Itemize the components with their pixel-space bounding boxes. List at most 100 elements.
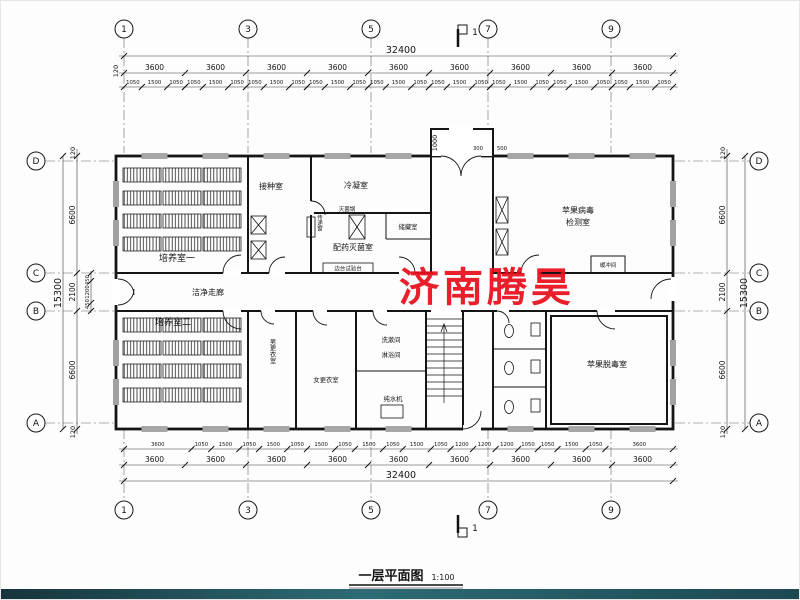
dim-label: 1050 — [413, 80, 427, 86]
dim-label: 1050 — [431, 80, 445, 86]
room-label-culture2: 培养室二 — [155, 316, 191, 328]
dim-label: 3600 — [511, 455, 530, 464]
room-label-shower: 淋浴间 — [382, 350, 401, 359]
grid-col-7-bottom: 7 — [485, 506, 491, 516]
dim-left-corridor-450b: 450 — [85, 298, 91, 309]
dim-right-6600-bottom: 6600 — [718, 360, 727, 379]
dim-label: 1500 — [148, 80, 162, 86]
grid-col-3-top: 3 — [245, 25, 251, 35]
dim-label: 1050 — [290, 442, 304, 448]
dim-label: 3600 — [206, 63, 225, 72]
grid-col-9-top: 9 — [608, 25, 614, 35]
dim-label: 3600 — [267, 63, 286, 72]
label-pass-window: 传递窗 — [316, 214, 323, 233]
dim-left-120-bottom: 120 — [69, 426, 77, 438]
rack-shelf — [162, 236, 202, 252]
dim-label: 1500 — [575, 80, 589, 86]
room-label-inoculation: 接种室 — [259, 181, 283, 191]
rack-shelf — [202, 213, 242, 229]
dim-entrance-1000: 1000 — [431, 135, 439, 152]
dim-label: 3600 — [572, 63, 591, 72]
dim-label: 3600 — [572, 455, 591, 464]
rack-shelf — [202, 236, 242, 252]
grid-row-d-left: D — [33, 157, 40, 167]
dim-top-overall: 32400 — [386, 45, 416, 56]
dim-label: 3600 — [633, 63, 652, 72]
dim-left-6600-top: 6600 — [68, 205, 77, 224]
grid-col-7-top: 7 — [485, 25, 491, 35]
dim-entrance-300: 300 — [473, 146, 484, 152]
dim-label: 1500 — [514, 80, 528, 86]
rack-shelf — [202, 167, 242, 183]
dim-left-corridor-450a: 450 — [85, 274, 91, 285]
dim-label: 1500 — [209, 80, 223, 86]
dim-entrance-500: 500 — [497, 146, 508, 152]
rack-shelf — [162, 317, 202, 333]
dim-label: 1050 — [243, 442, 257, 448]
rack-shelf — [122, 340, 162, 356]
rack-shelf — [202, 317, 242, 333]
rack-shelf — [122, 167, 162, 183]
dim-label: 1500 — [453, 80, 467, 86]
grid-row-d-right: D — [756, 157, 763, 167]
grid-bubbles: 1 3 5 7 9 1 3 5 7 9 D C B A D C B A — [26, 19, 769, 520]
dim-label: 3600 — [389, 63, 408, 72]
grid-row-b-left: B — [33, 307, 39, 317]
dim-label: 1050 — [338, 442, 352, 448]
room-label-virus-line1: 苹果病毒 — [562, 205, 594, 215]
windows-racks-stairs — [112, 152, 677, 433]
label-buffer: 缓冲间 — [600, 261, 617, 269]
dim-label: 1500 — [266, 442, 280, 448]
rack-shelf — [122, 317, 162, 333]
dimension-lines — [62, 55, 746, 482]
dim-label: 1050 — [596, 80, 610, 86]
dim-right-2100: 2100 — [718, 282, 727, 301]
room-label-corridor: 洁净走廊 — [192, 287, 224, 297]
dim-label: 1500 — [636, 80, 650, 86]
section-mark-top-label: 1 — [472, 28, 478, 38]
dim-left-120-top: 120 — [69, 147, 77, 159]
dim-label: 3600 — [145, 455, 164, 464]
dim-label: 1200 — [455, 442, 469, 448]
rack-shelf — [202, 190, 242, 206]
section-mark-bottom-label: 1 — [472, 524, 478, 534]
dim-label: 3600 — [328, 455, 347, 464]
rack-shelf — [162, 387, 202, 403]
dim-label: 1500 — [392, 80, 406, 86]
dim-label: 1050 — [230, 80, 244, 86]
dim-top-edge: 120 — [112, 65, 120, 77]
dim-right-120-top: 120 — [719, 147, 727, 159]
dim-label: 1050 — [169, 80, 183, 86]
dim-label: 1050 — [309, 80, 323, 86]
dim-label: 3600 — [450, 455, 469, 464]
dim-label: 1500 — [362, 442, 376, 448]
room-label-women-changing: 女更衣室 — [313, 375, 338, 384]
doors — [112, 126, 676, 433]
dim-label: 1200 — [478, 442, 492, 448]
stair-arrow — [440, 322, 448, 333]
title-block: 一层平面图 1:100 — [349, 569, 463, 589]
rack-shelf — [162, 167, 202, 183]
dim-label: 1050 — [589, 442, 603, 448]
label-bench: 边台试验台 — [334, 265, 362, 273]
dim-label: 1500 — [565, 442, 579, 448]
watermark-text: 济南腾昊 — [399, 265, 575, 311]
drawing-scale: 1:100 — [431, 573, 454, 582]
room-label-storage: 储藏室 — [399, 222, 418, 231]
rack-shelf — [162, 213, 202, 229]
dim-label: 3600 — [632, 442, 646, 448]
room-label-wash: 洗漱间 — [382, 335, 401, 344]
dim-left-2100: 2100 — [68, 282, 77, 301]
rack-shelf — [202, 387, 242, 403]
dim-label: 3600 — [328, 63, 347, 72]
dim-label: 1050 — [492, 80, 506, 86]
room-label-culture1: 培养室一 — [159, 252, 195, 264]
dim-label: 1050 — [657, 80, 671, 86]
room-label-cooling: 冷凝室 — [344, 180, 368, 190]
section-marks: 1 1 — [456, 24, 478, 538]
dim-label: 1050 — [370, 80, 384, 86]
dim-label: 1050 — [521, 442, 535, 448]
room-label-virus-line2: 检测室 — [566, 217, 590, 227]
dim-label: 3600 — [267, 455, 286, 464]
